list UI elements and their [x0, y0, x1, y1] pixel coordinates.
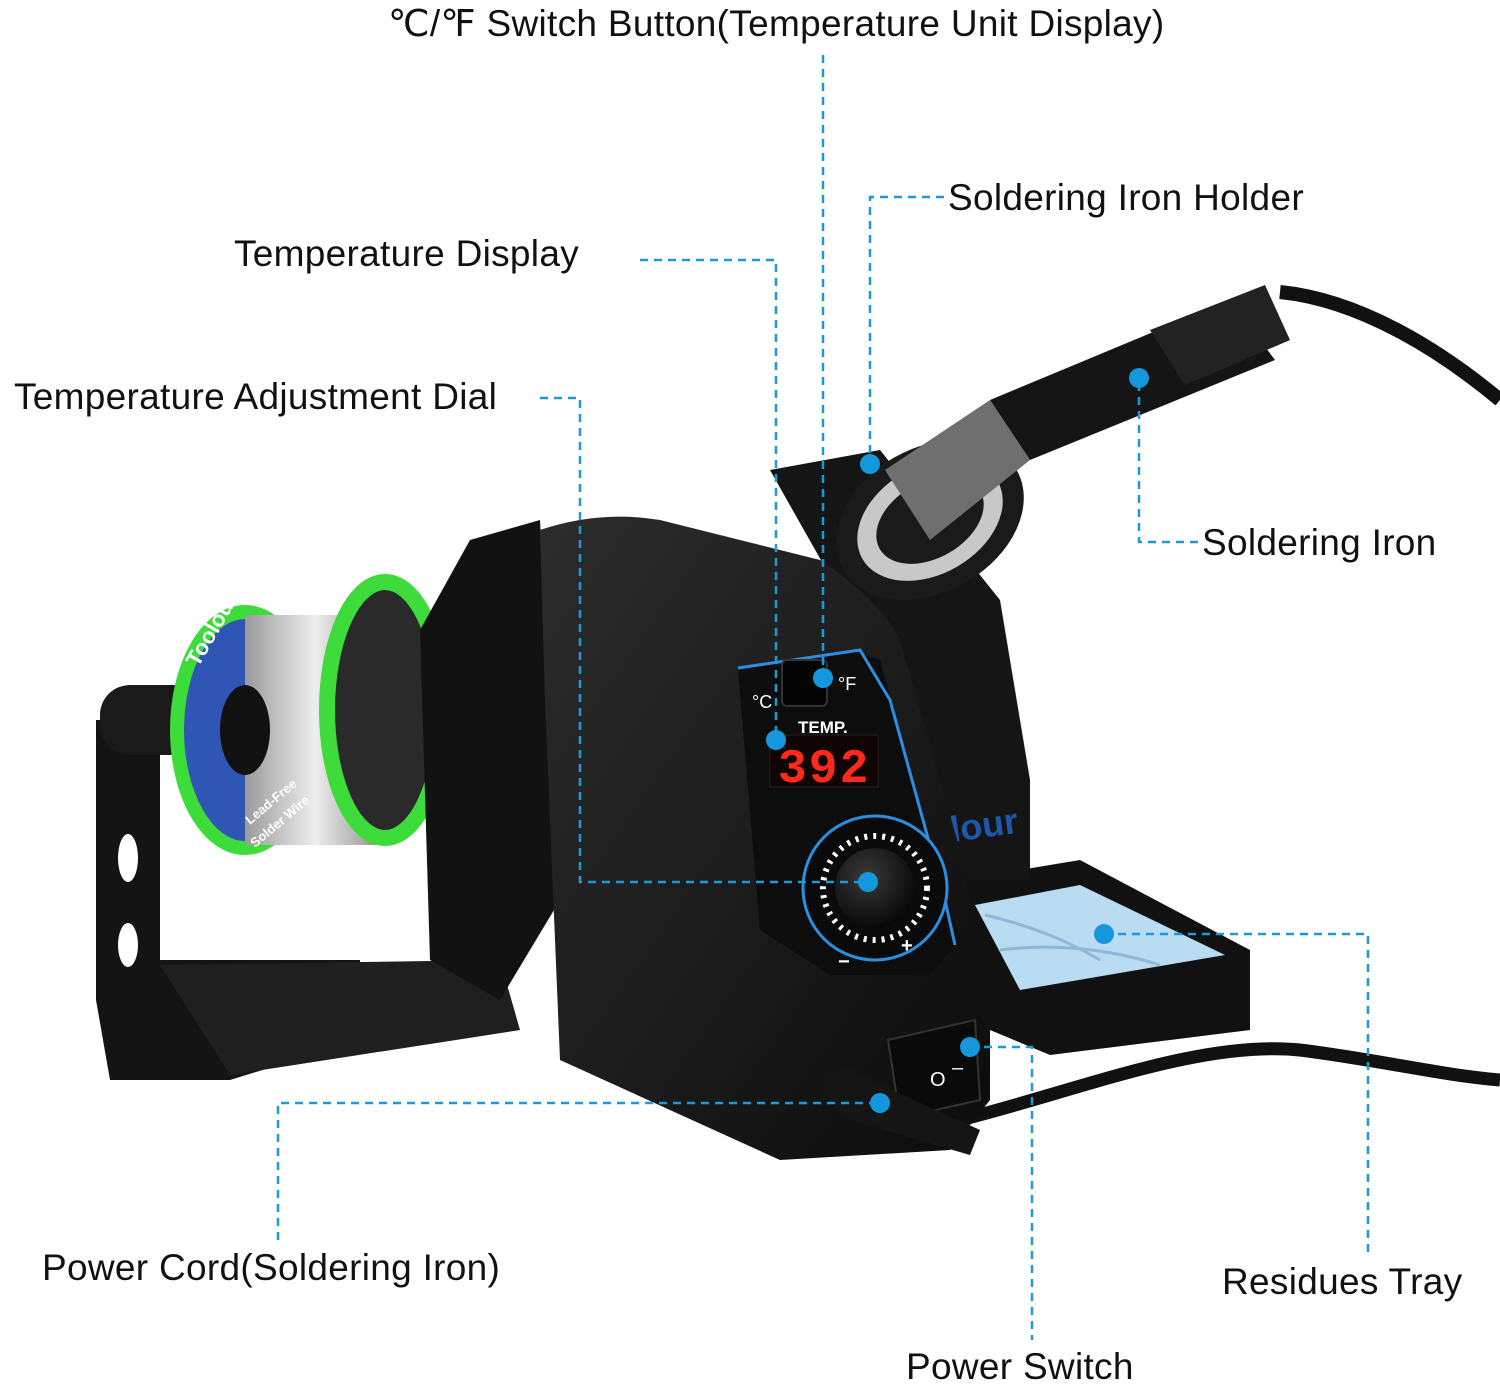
marker-cord [870, 1093, 890, 1113]
panel-accent [737, 648, 957, 946]
label-iron-holder: Soldering Iron Holder [948, 177, 1304, 218]
soldering-iron [885, 285, 1290, 540]
leader-dial [540, 396, 868, 884]
marker-power [960, 1037, 980, 1057]
residues-tray [960, 860, 1250, 1055]
unit-c-label: °C [752, 692, 772, 712]
unit-f-label: °F [838, 674, 856, 694]
power-cable [958, 1042, 1500, 1127]
leader-cord [276, 1101, 880, 1240]
leader-holder [868, 195, 944, 464]
label-soldering-iron: Soldering Iron [1202, 522, 1437, 563]
station-side [420, 520, 560, 1000]
dial-minus-label: − [838, 951, 850, 973]
marker-tray [1094, 924, 1114, 944]
power-on-label: – [952, 1057, 964, 1079]
power-off-label: O [930, 1069, 946, 1091]
leader-iron [1137, 378, 1198, 544]
marker-dial [858, 872, 878, 892]
label-residues-tray: Residues Tray [1222, 1261, 1463, 1302]
iron-cable [1279, 285, 1500, 406]
power-switch[interactable]: O – [886, 1018, 982, 1120]
display-reading: 392 [778, 743, 870, 797]
leader-lines [276, 55, 1370, 1340]
leader-tray [1104, 932, 1370, 1256]
leader-power [970, 1045, 1034, 1340]
brand-partial: lour [947, 800, 1020, 850]
label-switch-button: ℃/℉ Switch Button(Temperature Unit Displ… [388, 3, 1165, 44]
dial-plus-label: + [901, 935, 913, 957]
marker-holder [860, 454, 880, 474]
power-cord-relief [824, 1068, 980, 1155]
label-power-cord: Power Cord(Soldering Iron) [42, 1247, 501, 1288]
marker-switch [813, 668, 833, 688]
marker-iron [1129, 368, 1149, 388]
leader-display [640, 258, 778, 740]
temperature-display [769, 734, 879, 788]
solder-spool: Toolour Lead-Free Solder Wire [170, 574, 451, 855]
markers [766, 368, 1149, 1113]
label-power-switch: Power Switch [906, 1346, 1134, 1387]
label-temperature-display: Temperature Display [234, 233, 580, 274]
spool-bracket [96, 720, 520, 1080]
temp-label: TEMP. [798, 718, 848, 737]
label-adjustment-dial: Temperature Adjustment Dial [14, 376, 498, 417]
marker-display [766, 730, 786, 750]
